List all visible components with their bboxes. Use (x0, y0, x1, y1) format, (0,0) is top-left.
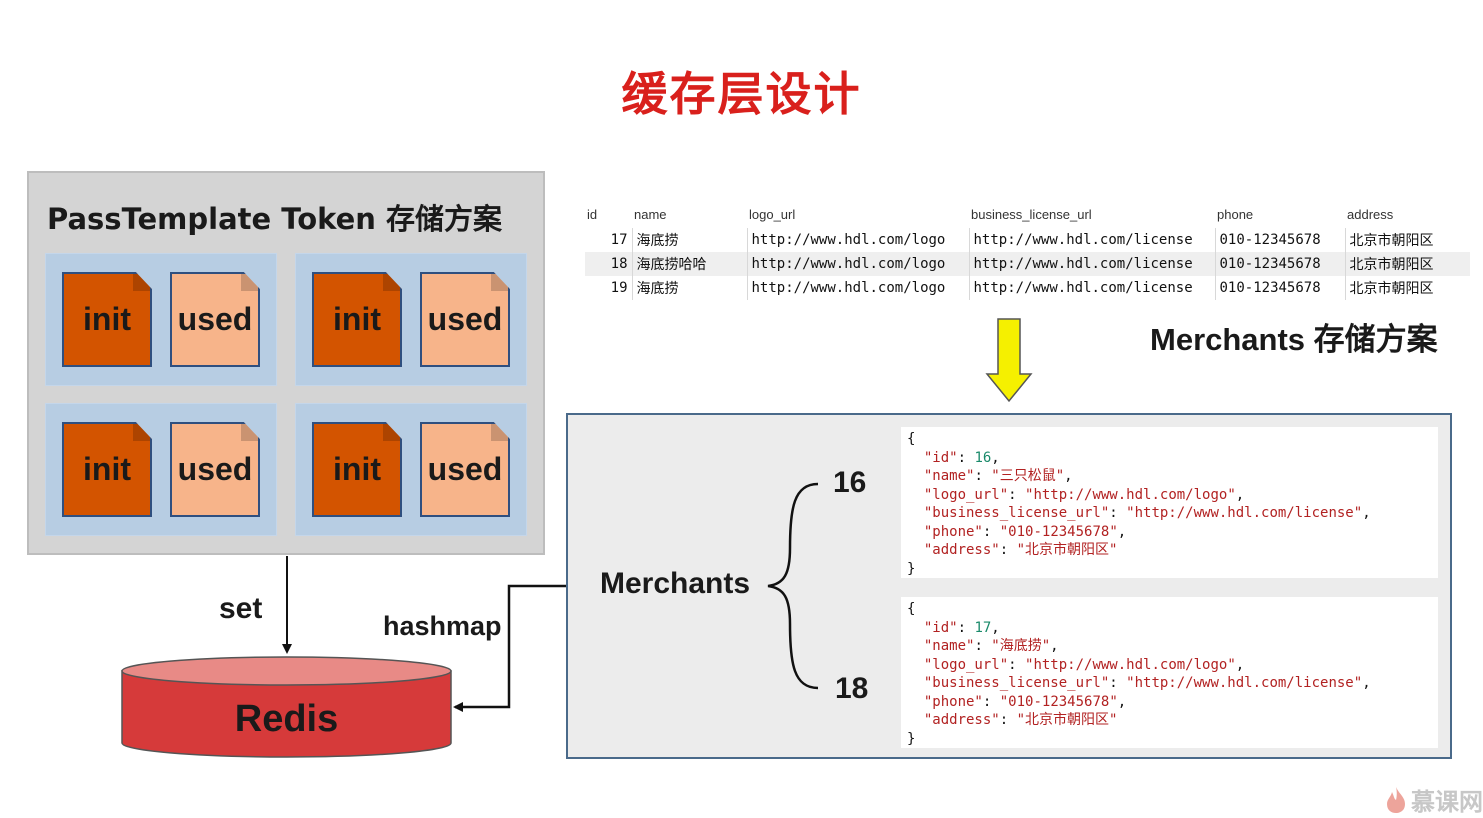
json-phone: 010-12345678 (1008, 693, 1110, 710)
hashmap-arrow (453, 584, 566, 712)
json-phone: 010-12345678 (1008, 523, 1110, 540)
json-name: 海底捞 (999, 638, 1042, 654)
table-cell: http://www.hdl.com/license (968, 276, 1215, 300)
hash-key-bottom: 18 (835, 672, 869, 705)
table-row: 17 海底捞 http://www.hdl.com/logo http://ww… (585, 228, 1470, 252)
table-cell: http://www.hdl.com/license (968, 252, 1215, 276)
init-doc: init (62, 422, 152, 517)
table-row: 18 海底捞哈哈 http://www.hdl.com/logo http://… (585, 252, 1470, 276)
json-address: 北京市朝阳区 (1025, 542, 1110, 558)
merchants-scheme-title: Merchants 存储方案 (1150, 322, 1438, 357)
table-header-row: id name logo_url business_license_url ph… (585, 205, 1470, 228)
json-name: 三只松鼠 (999, 468, 1056, 484)
hash-key-top: 16 (833, 466, 867, 499)
table-cell: http://www.hdl.com/logo (746, 276, 969, 300)
merchants-label: Merchants (600, 567, 751, 600)
table-cell: http://www.hdl.com/license (968, 228, 1215, 252)
watermark-text: 慕课网 (1411, 788, 1483, 816)
watermark: 慕课网 (1385, 782, 1483, 817)
json-license-url: http://www.hdl.com/license (1134, 505, 1354, 521)
redis-label: Redis (234, 698, 339, 740)
json-license-url: http://www.hdl.com/license (1134, 675, 1354, 691)
column-header: name (634, 207, 667, 222)
redis-cylinder (121, 656, 452, 758)
passtemplate-title: PassTemplate Token 存储方案 (47, 202, 503, 236)
used-doc: used (170, 272, 260, 367)
column-header: logo_url (749, 207, 796, 222)
init-doc: init (62, 272, 152, 367)
table-row: 19 海底捞 http://www.hdl.com/logo http://ww… (585, 276, 1470, 300)
table-cell: 海底捞 (631, 276, 747, 300)
json-id: 16 (974, 449, 992, 466)
used-doc: used (170, 422, 260, 517)
column-header: id (587, 207, 598, 222)
table-cell: 北京市朝阳区 (1344, 276, 1470, 300)
table-cell: http://www.hdl.com/logo (746, 228, 969, 252)
init-doc: init (312, 422, 402, 517)
init-doc: init (312, 272, 402, 367)
table-cell: 海底捞哈哈 (631, 252, 747, 276)
column-header: business_license_url (971, 207, 1092, 222)
table-cell: 010-12345678 (1214, 276, 1345, 300)
table-cell: 北京市朝阳区 (1344, 228, 1470, 252)
merchant-json-card: { "id": 16, "name": "三只松鼠", "logo_url": … (901, 427, 1438, 578)
merchants-table: id name logo_url business_license_url ph… (585, 205, 1470, 300)
used-doc: used (420, 422, 510, 517)
json-logo-url: http://www.hdl.com/logo (1033, 656, 1228, 673)
set-label: set (219, 592, 263, 625)
down-arrow (985, 318, 1033, 403)
table-cell: 010-12345678 (1214, 228, 1345, 252)
curly-brace (767, 482, 819, 690)
table-cell: 19 (610, 280, 628, 296)
table-cell: 海底捞 (631, 228, 747, 252)
table-cell: http://www.hdl.com/logo (746, 252, 969, 276)
flame-icon (1387, 786, 1405, 813)
merchant-json-card: { "id": 17, "name": "海底捞", "logo_url": "… (901, 597, 1438, 748)
slide-title: 缓存层设计 (621, 67, 862, 121)
table-cell: 17 (610, 232, 628, 248)
json-logo-url: http://www.hdl.com/logo (1033, 486, 1228, 503)
table-cell: 北京市朝阳区 (1344, 252, 1470, 276)
table-cell: 18 (585, 252, 632, 276)
hashmap-label: hashmap (383, 611, 502, 641)
json-address: 北京市朝阳区 (1025, 712, 1110, 728)
table-cell: 010-12345678 (1214, 252, 1345, 276)
used-doc: used (420, 272, 510, 367)
json-id: 17 (974, 619, 992, 636)
column-header: phone (1217, 207, 1254, 222)
column-header: address (1347, 207, 1394, 222)
